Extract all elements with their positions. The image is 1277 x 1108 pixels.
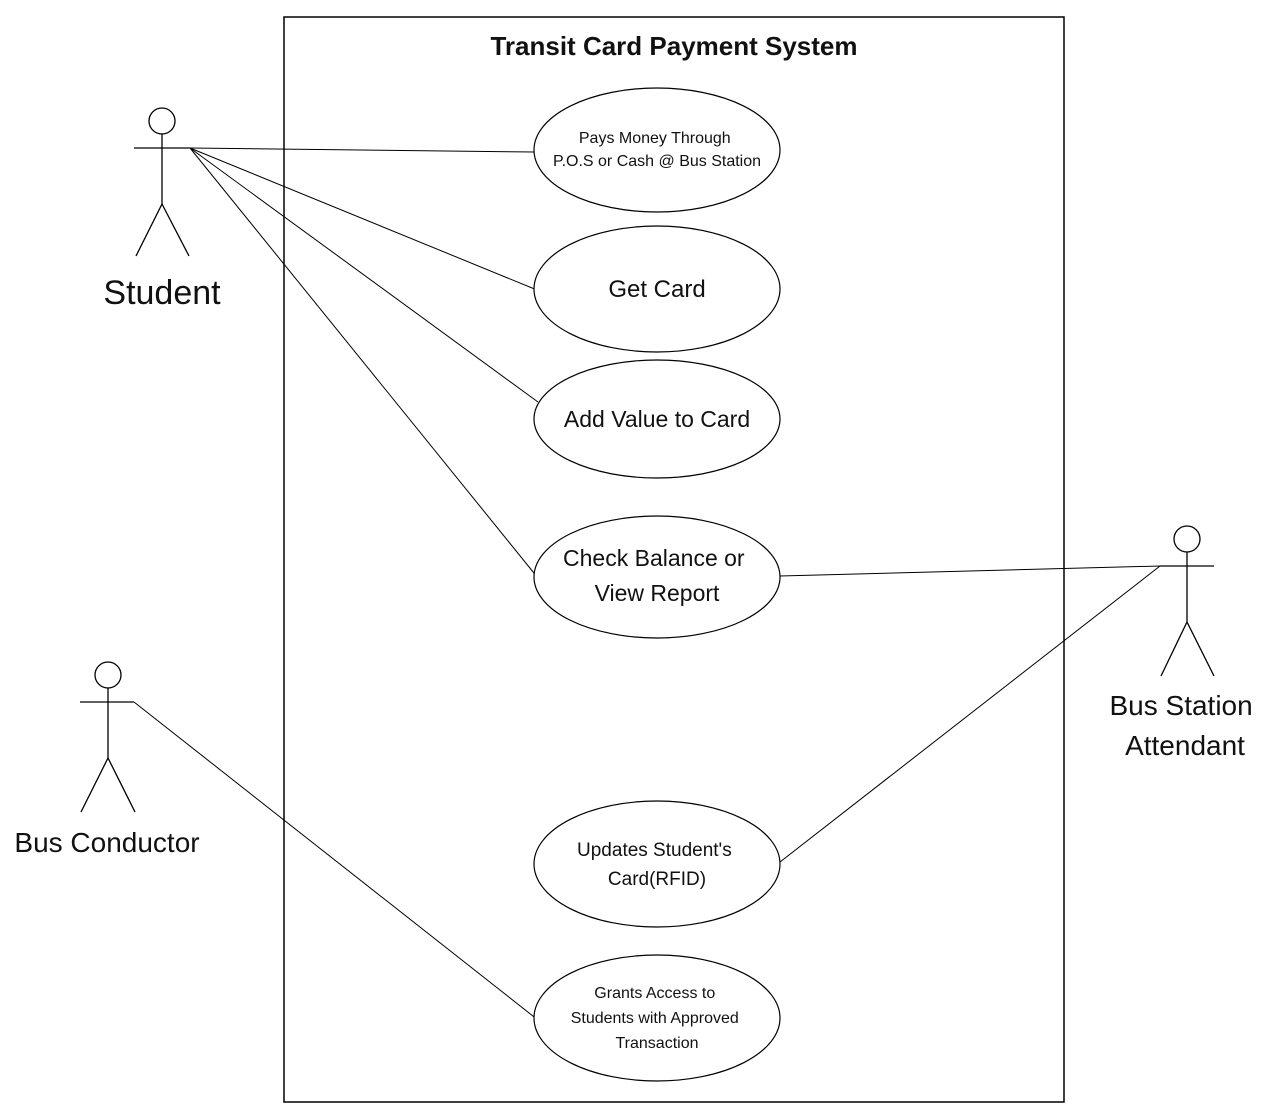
use-case-label: Grants Access to Students with Approved … [571, 985, 744, 1052]
stick-figure-icon [80, 661, 136, 813]
use-case-grants-access[interactable]: Grants Access to Students with Approved … [533, 954, 781, 1082]
use-case-pays-money[interactable]: Pays Money Through P.O.S or Cash @ Bus S… [533, 87, 781, 213]
assoc-student-add-value [189, 147, 539, 403]
assoc-attendant-updates-card [779, 565, 1161, 863]
actor-student[interactable]: Student [103, 107, 221, 312]
use-case-updates-card[interactable]: Updates Student's Card(RFID) [533, 800, 781, 928]
stick-figure-icon [134, 107, 190, 257]
use-case-add-value[interactable]: Add Value to Card [533, 359, 781, 479]
associations [133, 147, 1161, 1021]
actor-label: Bus Station Attendant [1110, 690, 1261, 761]
use-case-label: Check Balance or View Report [563, 545, 751, 606]
use-case-get-card[interactable]: Get Card [533, 225, 781, 353]
assoc-student-check-balance [189, 147, 539, 579]
system-title: Transit Card Payment System [490, 31, 857, 61]
assoc-attendant-check-balance [779, 565, 1161, 577]
use-case-label: Updates Student's Card(RFID) [577, 840, 737, 890]
assoc-conductor-grants-access [133, 701, 539, 1021]
assoc-student-pays-money [189, 147, 535, 153]
assoc-student-get-card [189, 147, 538, 291]
use-case-check-balance[interactable]: Check Balance or View Report [533, 515, 781, 639]
use-case-label: Get Card [608, 276, 705, 303]
actor-label: Student [103, 274, 221, 312]
actor-label: Bus Conductor [14, 827, 199, 858]
stick-figure-icon [1160, 525, 1215, 677]
use-case-label: Add Value to Card [564, 406, 750, 432]
use-case-label: Pays Money Through P.O.S or Cash @ Bus S… [553, 130, 761, 170]
actor-bus-conductor[interactable]: Bus Conductor [14, 661, 200, 858]
actor-bus-station-attendant[interactable]: Bus Station Attendant [1110, 525, 1261, 761]
